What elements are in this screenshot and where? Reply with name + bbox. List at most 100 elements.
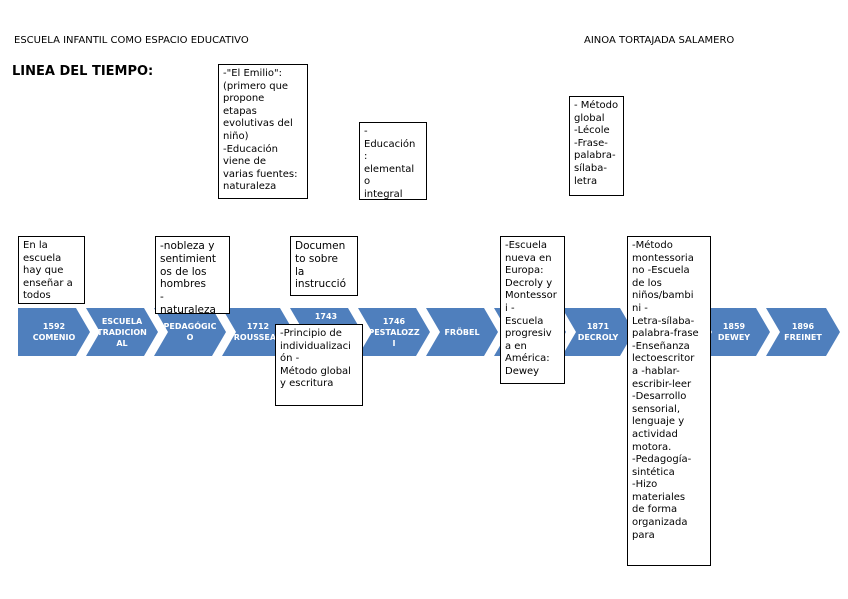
timeline-arrow-escuela-tradicional: ESCUELA TRADICION AL (86, 308, 158, 356)
note-line: a en (505, 340, 527, 352)
timeline-arrow-comenio: 1592 COMENIO (18, 308, 90, 356)
arrow-line: FRÖBEL (444, 327, 480, 337)
note-line: etapas (223, 105, 257, 117)
arrow-line: 1896 (791, 322, 815, 331)
note-line: niño) (223, 130, 249, 142)
timeline-arrow-decroly: 1871 DECROLY (562, 308, 634, 356)
note-line: -nobleza y (160, 240, 215, 252)
note-escuela-nueva: -Escuela nueva en Europa: Decroly y Mont… (500, 236, 565, 384)
note-educacion: - Educación : elemental o integral (359, 122, 427, 200)
note-line: i - (505, 302, 515, 314)
note-decroly: - Método global -Lécole -Frase- palabra-… (569, 96, 624, 196)
note-pedagogico: -nobleza y sentimient os de los hombres … (155, 236, 230, 314)
note-line: naturaleza (160, 303, 216, 314)
note-line: nueva en (505, 252, 552, 264)
note-line: viene de (223, 156, 267, 168)
note-line: de los (632, 277, 662, 289)
note-line: individualizaci (280, 340, 351, 352)
note-line: varias fuentes: (223, 168, 298, 180)
note-line: -Hizo (632, 479, 658, 491)
arrow-line: 1743 (314, 312, 338, 321)
note-line: organizada (632, 517, 688, 529)
note-line: naturaleza (223, 181, 277, 193)
note-line: evolutivas del (223, 118, 293, 130)
header-left: ESCUELA INFANTIL COMO ESPACIO EDUCATIVO (14, 35, 249, 46)
note-line: motora. (632, 441, 672, 453)
note-line: elemental (364, 163, 415, 175)
note-line: En la (23, 240, 48, 251)
arrow-line: TRADICION (97, 327, 147, 337)
arrow-line: ESCUELA (101, 316, 143, 326)
arrow-line: COMENIO (32, 333, 76, 342)
note-line: no -Escuela (632, 265, 690, 277)
header-right: AINOA TORTAJADA SALAMERO (584, 35, 735, 46)
note-line: Europa: (505, 265, 544, 277)
note-line: Documen (295, 240, 346, 252)
note-line: -Educación (223, 143, 278, 155)
note-line: todos (23, 290, 51, 302)
arrow-line: PEDAGÓGIC (163, 322, 217, 331)
note-line: sílaba- (574, 162, 607, 174)
note-line: palabra- (574, 150, 616, 162)
note-line: -Enseñanza (632, 340, 690, 352)
note-line: lenguaje y (632, 416, 685, 428)
note-line: Montessor (505, 290, 557, 302)
arrow-line: AL (116, 338, 128, 348)
arrow-line: DECROLY (577, 333, 619, 342)
note-line: sensorial, (632, 403, 681, 415)
note-line: materiales (632, 491, 686, 503)
note-line: -Frase- (574, 137, 608, 149)
note-line: ni - (632, 302, 648, 314)
arrow-line: 1859 (722, 322, 746, 331)
note-line: Educación (364, 138, 416, 150)
note-line: Escuela (505, 315, 544, 327)
note-line: enseñar a (23, 277, 73, 289)
note-line: -Pedagogía- (632, 454, 692, 466)
note-line: - (160, 291, 164, 304)
arrow-line: 1712 (246, 322, 270, 331)
note-line: -Método (632, 240, 673, 251)
note-line: : (364, 151, 368, 163)
timeline-arrow-pestalozzi: 1746 PESTALOZZ I (358, 308, 430, 356)
arrow-line: I (392, 338, 396, 348)
note-principio: -Principio de individualizaci ón - Métod… (275, 324, 363, 406)
arrow-line: O (186, 333, 194, 342)
note-line: de forma (632, 504, 678, 516)
note-line: niños/bambi (632, 290, 694, 302)
note-line: a -hablar- (632, 365, 680, 377)
note-line: - (364, 126, 368, 137)
note-line: -Desarrollo (632, 391, 687, 403)
note-line: la (295, 265, 305, 278)
note-line: hay que (23, 265, 64, 277)
note-line: propone (223, 93, 265, 105)
note-line: (primero que (223, 80, 289, 92)
note-line: ón - (280, 353, 300, 365)
note-line: escuela (23, 252, 62, 264)
note-rousseau: -"El Emilio": (primero que propone etapa… (218, 64, 308, 199)
note-line: os de los (160, 265, 207, 278)
note-line: Decroly y (505, 277, 553, 289)
note-line: hombres (160, 278, 206, 291)
note-line: instrucció (295, 278, 347, 291)
note-line: -"El Emilio": (223, 68, 282, 79)
note-montessori: -Método montessoria no -Escuela de los n… (627, 236, 711, 566)
note-line: y escritura (280, 378, 334, 390)
note-line: América: (505, 353, 550, 365)
note-line: progresiv (505, 328, 552, 340)
note-line: integral (364, 188, 403, 200)
note-line: global (574, 112, 605, 124)
note-line: -Principio de (280, 328, 342, 339)
note-line: sentimient (160, 252, 216, 265)
note-line: to sobre (295, 252, 338, 265)
note-line: Método global (280, 365, 351, 377)
timeline-arrow-pedagogico: PEDAGÓGIC O (154, 308, 226, 356)
note-line: o (364, 176, 371, 188)
arrow-line: PESTALOZZ (368, 327, 420, 337)
arrow-line: DEWEY (717, 333, 751, 342)
note-line: escribir-leer (632, 378, 692, 390)
note-documento: Documen to sobre la instrucció (290, 236, 358, 296)
arrow-line: ROUSSEAU (233, 333, 283, 342)
arrow-line: FREINET (784, 333, 822, 342)
note-comenio: En la escuela hay que enseñar a todos (18, 236, 85, 304)
note-line: actividad (632, 428, 678, 440)
